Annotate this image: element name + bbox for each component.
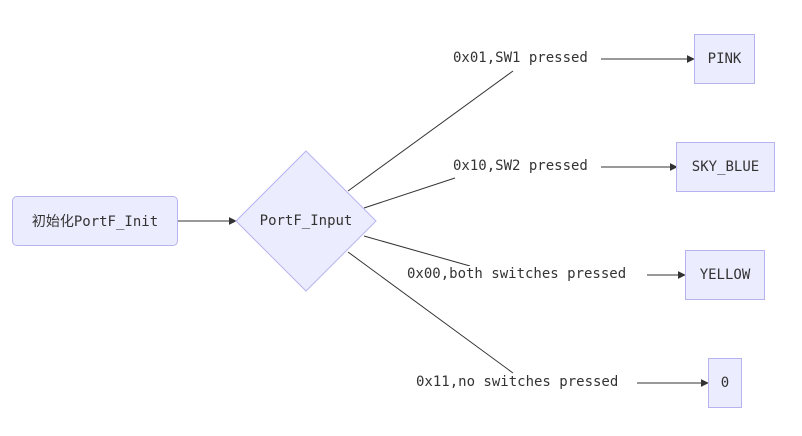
decision-label: PortF_Input — [259, 213, 353, 229]
branch-condition-2: 0x10,SW2 pressed — [452, 158, 589, 175]
result-node-pink: PINK — [694, 34, 755, 84]
edge-decision-to-branch-4 — [347, 251, 514, 374]
result-node-zero: 0 — [708, 358, 742, 408]
edge-decision-to-branch-3 — [363, 235, 471, 267]
branch-condition-1: 0x01,SW1 pressed — [452, 50, 589, 67]
branch-condition-4: 0x11,no switches pressed — [415, 374, 620, 391]
edge-decision-to-branch-2 — [363, 177, 456, 209]
edge-decision-to-branch-1 — [347, 70, 514, 192]
result-node-sky-blue: SKY_BLUE — [676, 142, 775, 192]
decision-diamond — [235, 150, 377, 292]
branch-condition-3: 0x00,both switches pressed — [406, 266, 628, 283]
start-node: 初始化PortF_Init — [12, 196, 178, 246]
result-node-yellow: YELLOW — [685, 250, 765, 300]
